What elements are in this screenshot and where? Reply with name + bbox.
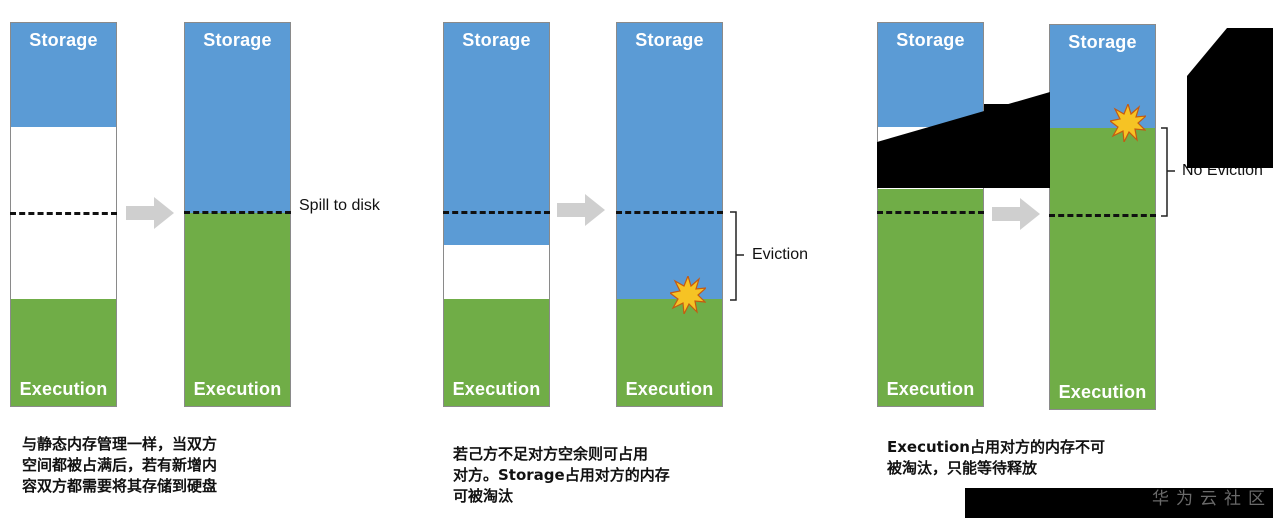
redaction-block xyxy=(984,104,1049,182)
execution-region xyxy=(1050,128,1155,409)
redaction-block xyxy=(1187,28,1273,168)
storage-region xyxy=(11,23,116,127)
boundary-dashed-line xyxy=(877,211,984,214)
execution-region xyxy=(878,189,983,406)
execution-label: Execution xyxy=(1058,382,1147,402)
s1-after-column: Storage Execution xyxy=(184,22,291,407)
storage-region xyxy=(878,23,983,127)
storage-region xyxy=(185,23,290,213)
s3-after-column: Storage Execution xyxy=(1049,24,1156,410)
no-eviction-bracket xyxy=(1161,127,1175,217)
explosion-icon xyxy=(670,276,706,314)
s2-before-column: Storage Execution xyxy=(443,22,550,407)
eviction-note: Eviction xyxy=(752,246,809,263)
execution-label: Execution xyxy=(452,379,541,399)
right-arrow-icon xyxy=(992,198,1040,230)
storage-region xyxy=(617,23,722,299)
execution-region xyxy=(185,213,290,406)
explosion-icon xyxy=(1110,104,1146,142)
caption-2: 若己方不足对方空余则可占用 对方。Storage占用对方的内存 可被淘汰 xyxy=(453,445,670,505)
right-arrow-icon xyxy=(557,194,605,226)
caption-3: Execution占用对方的内存不可 被淘汰，只能等待释放 xyxy=(887,438,1105,477)
right-arrow-icon xyxy=(126,197,174,229)
boundary-dashed-line xyxy=(184,211,291,214)
redaction-block xyxy=(965,488,1273,518)
caption-1: 与静态内存管理一样，当双方 空间都被占满后，若有新增内 容双方都需要将其存储到硬… xyxy=(22,435,218,495)
s3-before-column: Storage Execution xyxy=(877,22,984,407)
storage-label: Storage xyxy=(1068,32,1137,52)
execution-label: Execution xyxy=(886,379,975,399)
boundary-dashed-line xyxy=(616,211,723,214)
execution-label: Execution xyxy=(19,379,108,399)
eviction-bracket xyxy=(730,211,744,301)
execution-region xyxy=(444,299,549,406)
boundary-dashed-line xyxy=(10,212,117,215)
storage-label: Storage xyxy=(203,30,272,50)
execution-region xyxy=(617,299,722,406)
execution-region xyxy=(11,299,116,406)
storage-label: Storage xyxy=(635,30,704,50)
watermark: 华为云社区 xyxy=(1152,489,1272,509)
spill-to-disk-note: Spill to disk xyxy=(299,197,380,214)
execution-label: Execution xyxy=(625,379,714,399)
storage-region xyxy=(444,23,549,245)
boundary-dashed-line xyxy=(443,211,550,214)
execution-label: Execution xyxy=(193,379,282,399)
storage-label: Storage xyxy=(896,30,965,50)
storage-label: Storage xyxy=(29,30,98,50)
s2-after-column: Storage Execution xyxy=(616,22,723,407)
boundary-dashed-line xyxy=(1049,214,1156,217)
storage-label: Storage xyxy=(462,30,531,50)
